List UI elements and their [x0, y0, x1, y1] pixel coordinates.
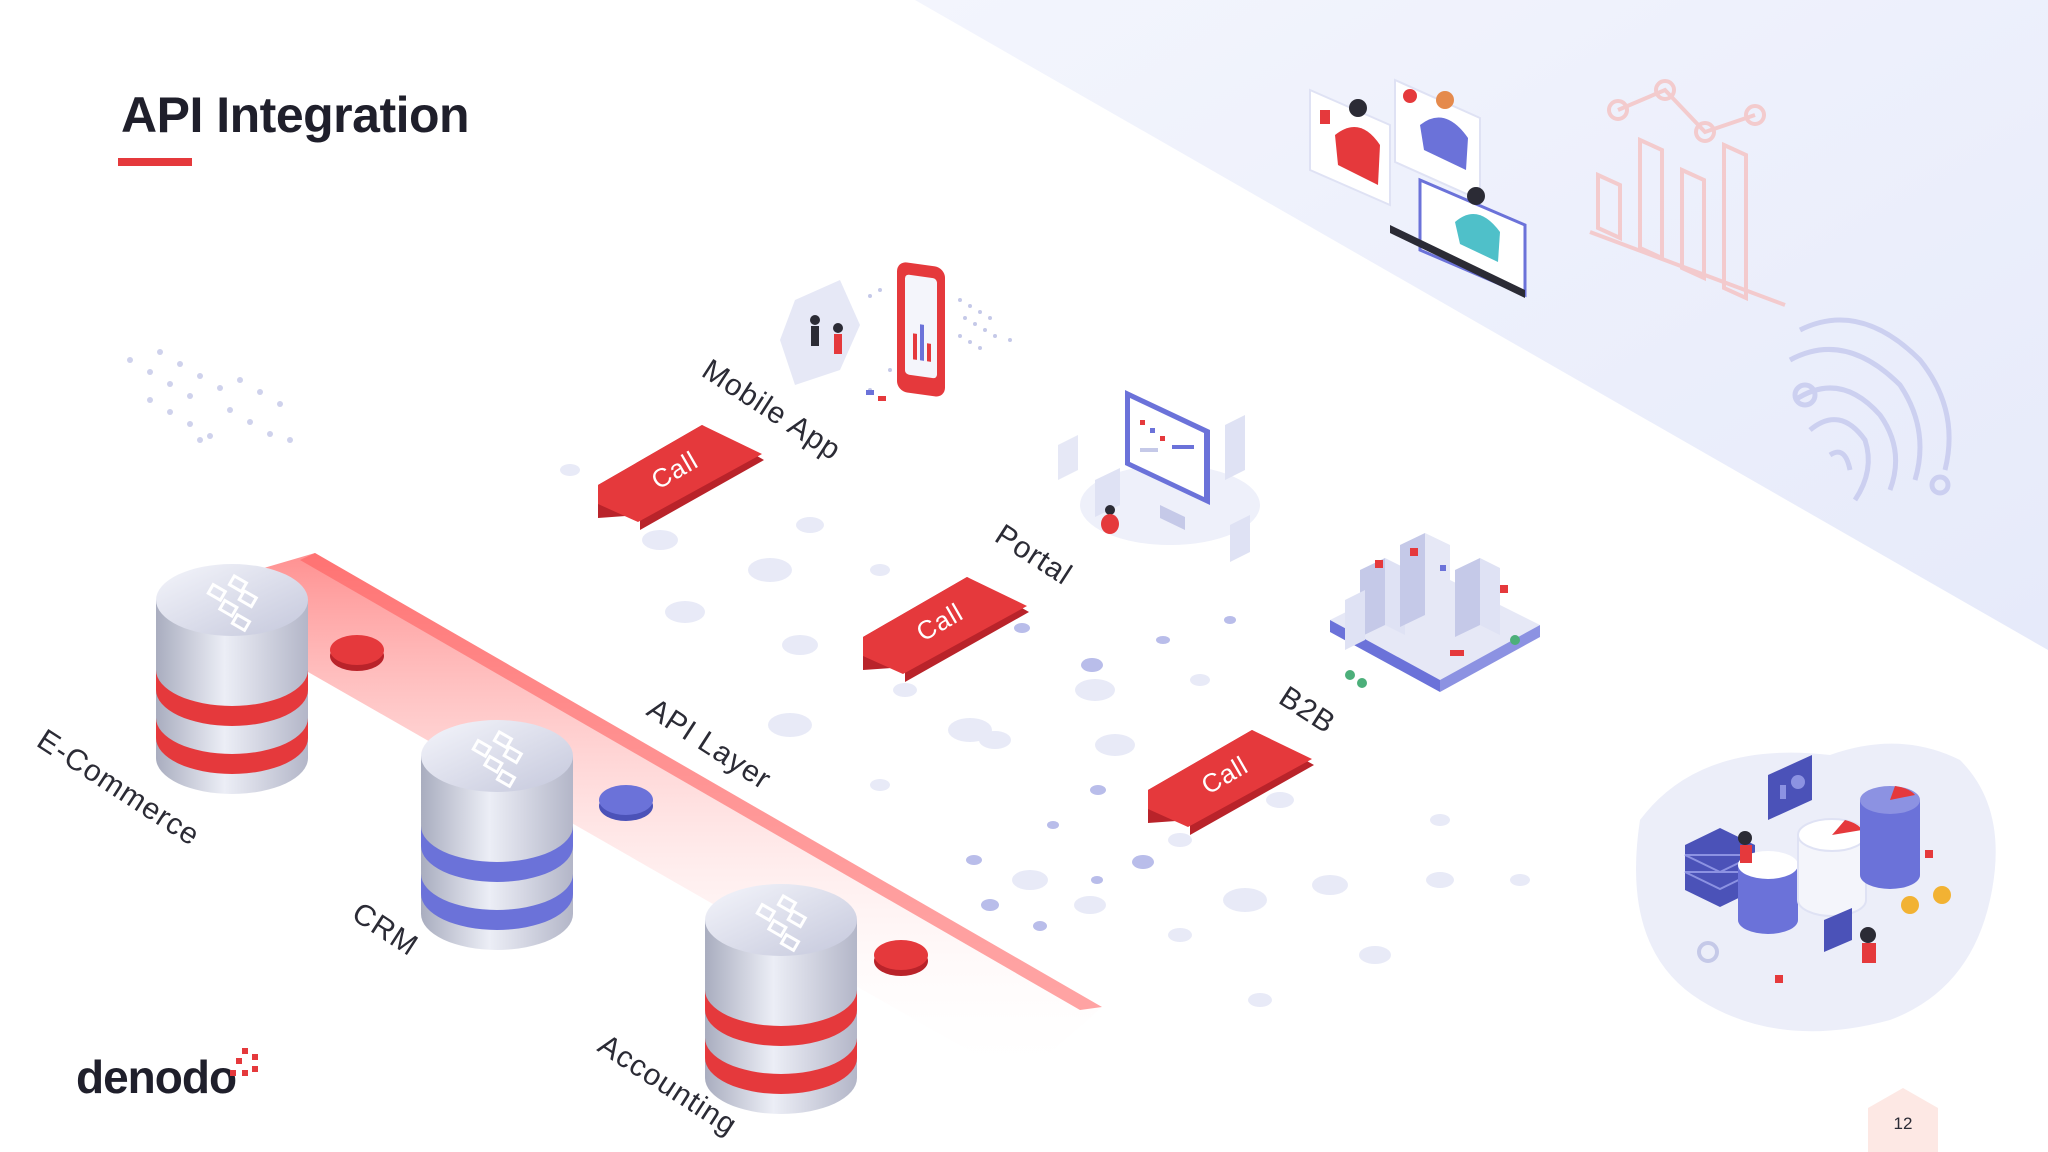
mobile-phone-illustration: [780, 261, 1012, 401]
bar-chart-icon: [1590, 81, 1785, 305]
source-label-crm: CRM: [346, 896, 424, 963]
logo-dots-icon: [228, 1046, 268, 1086]
connector-crm: [599, 785, 653, 821]
call-arrow-b2b: Call: [1148, 730, 1314, 835]
video-meeting-illustration: [1310, 80, 1525, 298]
connector-accounting: [874, 940, 928, 976]
database-accounting: [705, 884, 857, 1114]
desktop-computer-illustration: [1058, 390, 1260, 562]
database-crm: [421, 720, 573, 950]
database-ecommerce: [156, 564, 308, 794]
dot-cluster: [127, 349, 293, 443]
data-analytics-illustration: [1636, 744, 1996, 1032]
fingerprint-icon: [1790, 320, 1949, 500]
city-buildings-illustration: [1330, 533, 1540, 692]
page-number: 12: [1866, 1114, 1940, 1134]
consumer-label-portal: Portal: [989, 518, 1078, 592]
denodo-logo: denodo: [76, 1050, 236, 1104]
consumer-label-b2b: B2B: [1273, 680, 1341, 740]
connector-ecommerce: [330, 635, 384, 671]
call-arrow-portal: Call: [863, 577, 1029, 682]
call-arrow-mobile-app: Call: [598, 425, 764, 530]
